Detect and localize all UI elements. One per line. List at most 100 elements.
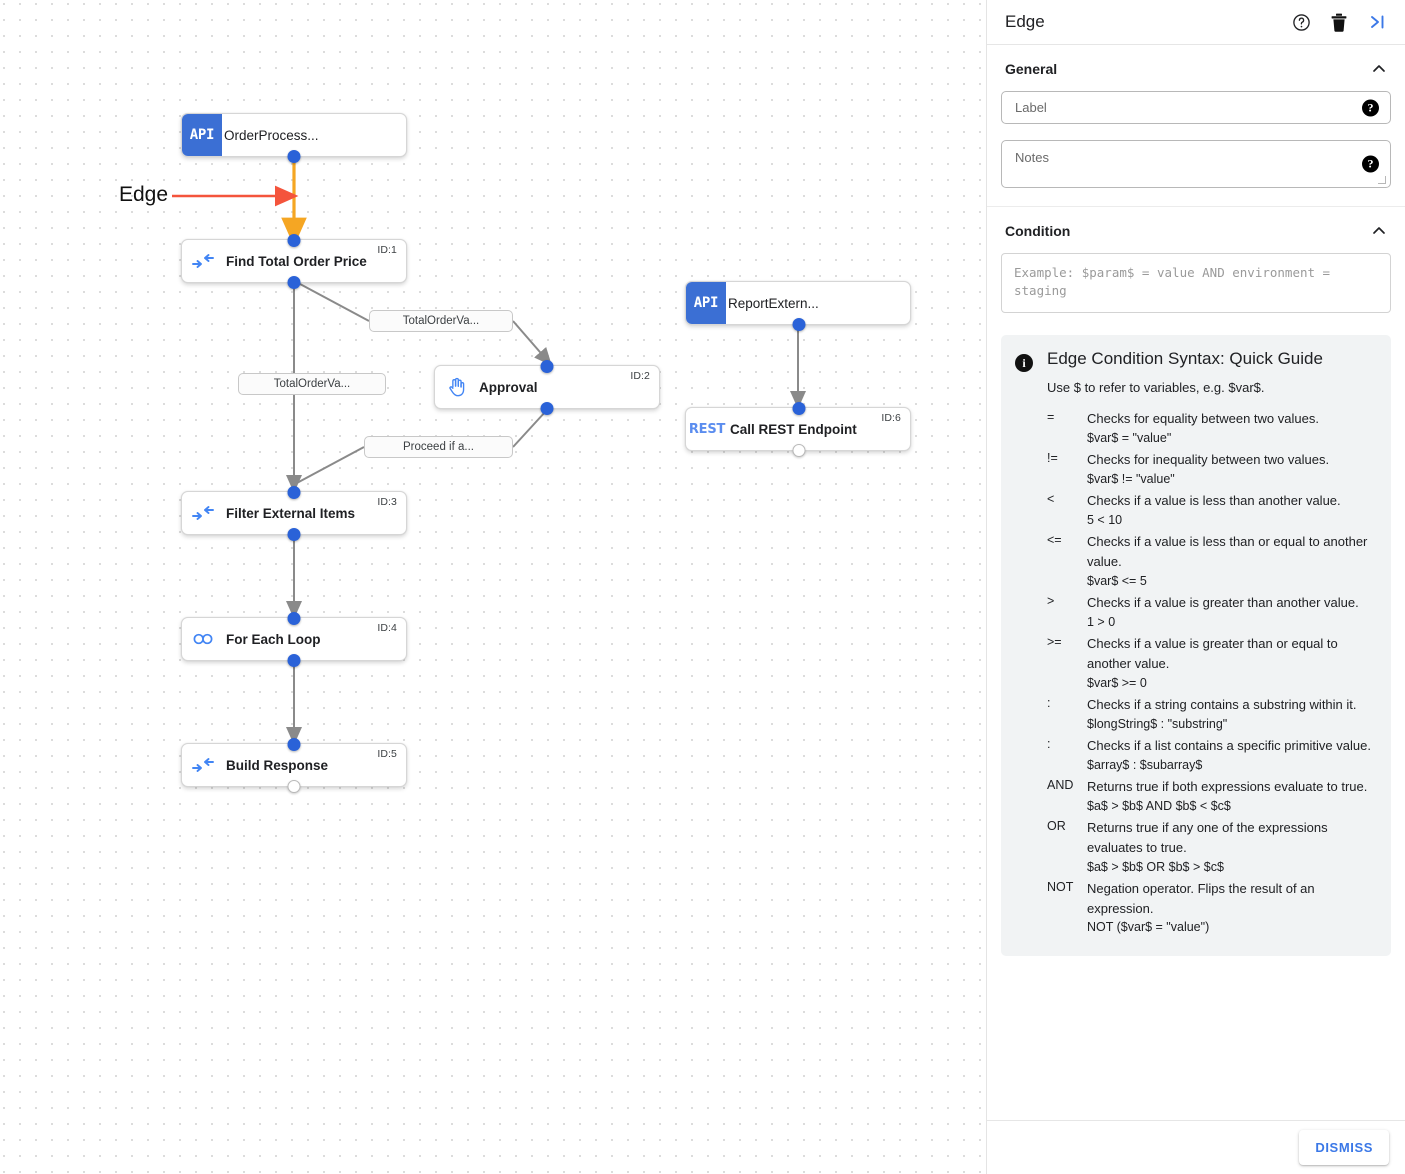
flow-node-call-rest-endpoint[interactable]: REST Call REST Endpoint ID:6: [685, 401, 911, 457]
node-input-port[interactable]: [287, 737, 301, 751]
notes-field-placeholder: Notes: [1015, 150, 1049, 165]
operator-row: >Checks if a value is greater than anoth…: [1047, 593, 1375, 632]
node-output-port[interactable]: [792, 317, 806, 331]
node-input-port[interactable]: [287, 611, 301, 625]
node-id-tag: ID:6: [881, 412, 901, 424]
node-output-port[interactable]: [287, 653, 301, 667]
resize-grip-icon[interactable]: [1378, 176, 1386, 184]
operator-example: 1 > 0: [1087, 614, 1116, 629]
operator-description-text: Checks if a list contains a specific pri…: [1087, 737, 1371, 753]
operator-example: 5 < 10: [1087, 512, 1123, 527]
condition-section-title: Condition: [1005, 223, 1071, 239]
operator-row: :Checks if a list contains a specific pr…: [1047, 736, 1375, 775]
operator-row: <Checks if a value is less than another …: [1047, 491, 1375, 530]
operator-list: =Checks for equality between two values.…: [1047, 409, 1375, 938]
operator-description-text: Checks if a value is less than or equal …: [1087, 534, 1368, 569]
node-output-port[interactable]: [287, 275, 301, 289]
node-output-port-empty[interactable]: [287, 779, 301, 793]
node-input-port[interactable]: [540, 359, 554, 373]
hand-icon: [435, 377, 477, 397]
general-section-header[interactable]: General: [1001, 61, 1391, 77]
operator-description: Checks if a value is greater than anothe…: [1087, 593, 1375, 632]
node-id-tag: ID:4: [377, 622, 397, 634]
condition-input[interactable]: Example: $param$ = value AND environment…: [1001, 253, 1391, 313]
panel-title: Edge: [1005, 12, 1045, 31]
flow-node-find-total-order-price[interactable]: Find Total Order Price ID:1: [181, 233, 407, 289]
node-id-tag: ID:5: [377, 748, 397, 760]
node-output-port[interactable]: [287, 149, 301, 163]
label-field[interactable]: Label ?: [1001, 91, 1391, 124]
operator-description: Checks if a value is less than or equal …: [1087, 532, 1375, 591]
transform-arrows-icon: [182, 253, 224, 269]
collapse-panel-icon[interactable]: [1367, 12, 1387, 32]
operator-example: $a$ > $b$ OR $b$ > $c$: [1087, 859, 1224, 874]
operator-example: $var$ != "value": [1087, 471, 1175, 486]
edge-label[interactable]: Proceed if a...: [364, 436, 513, 458]
operator-description-text: Checks if a string contains a substring …: [1087, 696, 1357, 712]
operator-description-text: Returns true if both expressions evaluat…: [1087, 778, 1368, 794]
condition-syntax-guide: i Edge Condition Syntax: Quick Guide Use…: [1001, 335, 1391, 956]
flow-node-orderprocess[interactable]: API OrderProcess...: [181, 113, 407, 163]
panel-footer: DISMISS: [987, 1120, 1405, 1174]
label-help-icon[interactable]: ?: [1362, 99, 1379, 116]
node-input-port[interactable]: [287, 233, 301, 247]
node-output-port[interactable]: [540, 401, 554, 415]
condition-section-header[interactable]: Condition: [1001, 223, 1391, 239]
operator-symbol: <: [1047, 492, 1055, 506]
panel-body: General Label ? Notes ?: [987, 45, 1405, 1174]
operator-example: $a$ > $b$ AND $b$ < $c$: [1087, 798, 1231, 813]
operator-description-text: Negation operator. Flips the result of a…: [1087, 880, 1315, 916]
operator-row: !=Checks for inequality between two valu…: [1047, 450, 1375, 489]
operator-description: Checks if a list contains a specific pri…: [1087, 736, 1375, 775]
flow-node-filter-external-items[interactable]: Filter External Items ID:3: [181, 485, 407, 541]
flow-node-reportextern[interactable]: API ReportExtern...: [685, 281, 911, 331]
operator-symbol: :: [1047, 695, 1051, 710]
chevron-up-icon[interactable]: [1371, 223, 1387, 239]
help-circle-icon[interactable]: [1291, 12, 1311, 32]
api-badge-icon: API: [182, 114, 222, 156]
node-input-port[interactable]: [792, 401, 806, 415]
node-input-port[interactable]: [287, 485, 301, 499]
notes-field[interactable]: Notes ?: [1001, 140, 1391, 188]
operator-symbol: >=: [1047, 634, 1062, 649]
operator-description-text: Returns true if any one of the expressio…: [1087, 819, 1328, 855]
operator-example: NOT ($var$ = "value"): [1087, 920, 1210, 935]
chevron-up-icon[interactable]: [1371, 61, 1387, 77]
node-label: OrderProcess...: [224, 127, 319, 143]
operator-description: Returns true if both expressions evaluat…: [1087, 777, 1375, 816]
node-id-tag: ID:2: [630, 370, 650, 382]
node-label: Find Total Order Price: [226, 253, 367, 269]
edge-properties-panel: Edge: [986, 0, 1405, 1174]
condition-section: Condition Example: $param$ = value AND e…: [987, 207, 1405, 968]
node-label: Build Response: [226, 757, 329, 773]
flow-node-build-response[interactable]: Build Response ID:5: [181, 737, 407, 793]
flow-canvas[interactable]: Edge API OrderProcess... Find Total Orde…: [0, 0, 986, 1174]
node-output-port-empty[interactable]: [792, 443, 806, 457]
guide-subtitle: Use $ to refer to variables, e.g. $var$.: [1047, 380, 1265, 395]
panel-header: Edge: [987, 0, 1405, 45]
operator-symbol: !=: [1047, 451, 1058, 465]
operator-example: $var$ <= 5: [1087, 573, 1147, 588]
operator-description-text: Checks if a value is greater than or equ…: [1087, 635, 1338, 671]
dismiss-button[interactable]: DISMISS: [1299, 1130, 1389, 1165]
general-section-title: General: [1005, 61, 1058, 77]
trash-icon[interactable]: [1329, 12, 1349, 32]
transform-arrows-icon: [182, 757, 224, 773]
edge-label[interactable]: TotalOrderVa...: [238, 373, 386, 395]
flow-node-approval[interactable]: Approval ID:2: [434, 359, 660, 415]
operator-description: Checks if a value is greater than or equ…: [1087, 634, 1375, 693]
general-section: General Label ? Notes ?: [987, 45, 1405, 207]
edge-label[interactable]: TotalOrderVa...: [369, 310, 513, 332]
notes-help-icon[interactable]: ?: [1362, 155, 1379, 173]
label-field-placeholder: Label: [1015, 100, 1047, 115]
flow-node-for-each-loop[interactable]: For Each Loop ID:4: [181, 611, 407, 667]
rest-badge-icon: REST: [688, 421, 726, 437]
edge-connections-layer: [172, 157, 806, 745]
node-label: ReportExtern...: [728, 295, 819, 311]
node-label: Approval: [479, 379, 538, 395]
operator-description: Checks if a string contains a substring …: [1087, 695, 1375, 734]
node-output-port[interactable]: [287, 527, 301, 541]
